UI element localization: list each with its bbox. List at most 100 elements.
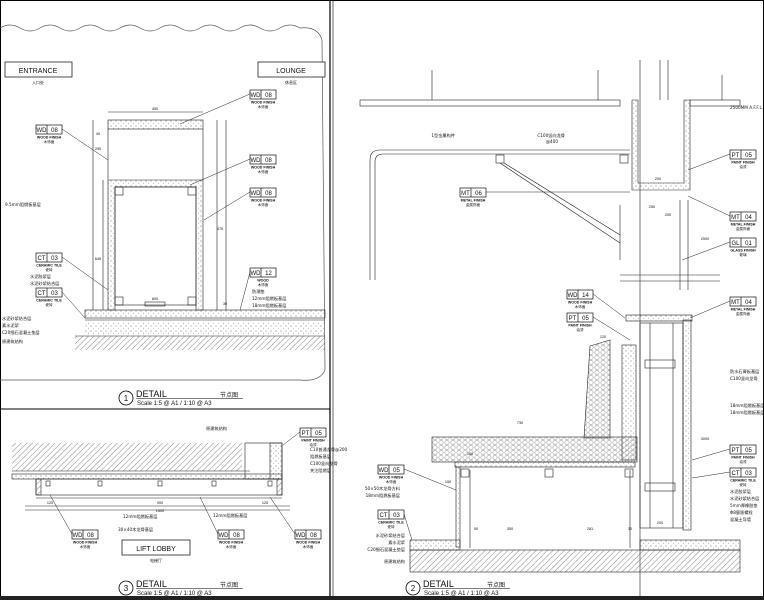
tag-finish: WOOD FINISH bbox=[37, 136, 62, 140]
tag-number: 04 bbox=[745, 300, 752, 306]
tag-code: CT bbox=[732, 471, 740, 477]
tag-code: WD bbox=[379, 468, 390, 474]
dimension-label: 30 bbox=[628, 527, 632, 531]
leader-line bbox=[61, 291, 86, 319]
tag-code: CT bbox=[38, 256, 46, 262]
detail-scale: Scale 1:5 @ A1 / 1:10 @ A3 bbox=[137, 401, 212, 407]
tag-number: 08 bbox=[265, 158, 272, 164]
detail-number: 3 bbox=[124, 584, 129, 593]
leader-line bbox=[49, 494, 73, 535]
tag-finish: WOOD FINISH bbox=[251, 101, 276, 105]
tag-number: 03 bbox=[745, 471, 752, 477]
leader-line bbox=[403, 513, 413, 541]
annotation-note: 18mm阻燃板基层 bbox=[730, 409, 764, 416]
dimension-label: 350 bbox=[507, 527, 513, 531]
leader-line bbox=[687, 195, 731, 217]
annotation-note: 原建筑结构 bbox=[384, 558, 405, 565]
tag-finish-cn: 瓷砖 bbox=[739, 482, 747, 487]
dimension-label: 100 bbox=[467, 452, 473, 456]
annotation-note: 水泥砂浆结合层 bbox=[376, 532, 405, 539]
tag-finish-cn: 油漆 bbox=[576, 327, 584, 332]
dimension-label: 125 bbox=[47, 501, 53, 505]
detail-2-title: 2 DETAIL 节点图 Scale 1:5 @ A1 / 1:10 @ A3 bbox=[405, 579, 510, 597]
room-label-lounge: LOUNGE 休息区 bbox=[257, 61, 326, 85]
leader-line bbox=[189, 158, 251, 186]
tag-finish: CERAMIC TILE bbox=[378, 521, 404, 525]
annotation-note: 水泥胶浆层 bbox=[730, 488, 751, 495]
detail-number: 2 bbox=[411, 584, 416, 593]
tag-number: 05 bbox=[745, 153, 752, 159]
tag-finish: CERAMIC TILE bbox=[730, 479, 756, 483]
tag-number: 06 bbox=[475, 191, 482, 197]
tag-code: PT bbox=[569, 316, 577, 322]
tag-finish-cn: 木饰面 bbox=[44, 139, 55, 144]
dimension-label: 900 bbox=[157, 501, 163, 505]
tag-finish: PAINT FINISH bbox=[731, 456, 755, 460]
dimension-label: 200 bbox=[657, 521, 663, 525]
leader-line bbox=[179, 93, 251, 125]
annotation-note: 9.5mm阻燃板基层 bbox=[5, 201, 41, 208]
annotation-note: 50×50木龙骨方料 bbox=[365, 485, 401, 492]
tag-finish: CERAMIC TILE bbox=[36, 299, 62, 303]
dimension-label: 150 bbox=[445, 480, 451, 484]
room-name: ENTRANCE bbox=[19, 68, 58, 75]
annotation-note: 原建筑结构 bbox=[2, 338, 23, 345]
tag-finish: PAINT FINISH bbox=[568, 324, 592, 328]
tag-number: 08 bbox=[51, 128, 58, 134]
tag-code: WD bbox=[73, 533, 84, 539]
dimension-label: 730 bbox=[517, 421, 523, 425]
tag-number: 14 bbox=[582, 293, 589, 299]
leader-line bbox=[691, 471, 731, 479]
annotation-note: C10普通龙骨@200 bbox=[310, 446, 348, 453]
annotation-note: 素水泥浆 bbox=[388, 539, 406, 546]
leader-line bbox=[687, 153, 731, 171]
leader-line bbox=[592, 316, 631, 341]
tag-finish-cn: 金属饰面 bbox=[466, 202, 481, 207]
tag-number: 12 bbox=[265, 271, 272, 277]
tag-number: 03 bbox=[393, 513, 400, 519]
dimension-label: 30 bbox=[223, 302, 227, 306]
annotation-note: 12mm阻燃板基层 bbox=[252, 295, 286, 302]
annotation-note: C20细石混凝土垫层 bbox=[367, 546, 405, 553]
tag-finish-cn: 油漆 bbox=[739, 459, 747, 464]
room-name-cn: 休息区 bbox=[285, 79, 297, 85]
dimension-label: 450 bbox=[152, 107, 158, 111]
annotation-note: C100竖向龙骨 bbox=[730, 375, 758, 382]
dimension-label: 281 bbox=[587, 527, 593, 531]
tag-finish: WOOD FINISH bbox=[379, 476, 404, 480]
tag-finish-cn: 木饰面 bbox=[258, 104, 269, 109]
tag-code: CT bbox=[380, 513, 388, 519]
detail-title: DETAIL bbox=[423, 579, 454, 589]
dimension-label: 645 bbox=[95, 257, 101, 261]
tag-finish: GLASS FINISH bbox=[730, 249, 756, 253]
annotation-note: 阻燃板基层 bbox=[310, 453, 331, 460]
tag-finish-cn: 金属饰面 bbox=[736, 311, 751, 316]
tag-finish: WOOD FINISH bbox=[73, 541, 98, 545]
annotation-note: Φ8膨胀螺栓 bbox=[730, 509, 754, 516]
annotation-note: 水泥胶浆层 bbox=[30, 273, 51, 280]
detail-title-cn: 节点图 bbox=[220, 581, 238, 589]
annotation-note: 18mm阻燃板基层 bbox=[730, 402, 764, 409]
detail-3-drawing bbox=[11, 442, 290, 511]
leader-line bbox=[199, 496, 219, 535]
tag-code: CT bbox=[38, 291, 46, 297]
tag-finish: WOOD FINISH bbox=[219, 541, 244, 545]
dimension-label: 800 bbox=[152, 297, 158, 301]
tag-code: WD bbox=[568, 293, 579, 299]
detail-scale: Scale 1:5 @ A1 / 1:10 @ A3 bbox=[137, 591, 212, 597]
annotation-note: 防潮垫 bbox=[252, 288, 265, 295]
room-name: LOUNGE bbox=[276, 68, 306, 75]
tag-number: 08 bbox=[233, 533, 240, 539]
